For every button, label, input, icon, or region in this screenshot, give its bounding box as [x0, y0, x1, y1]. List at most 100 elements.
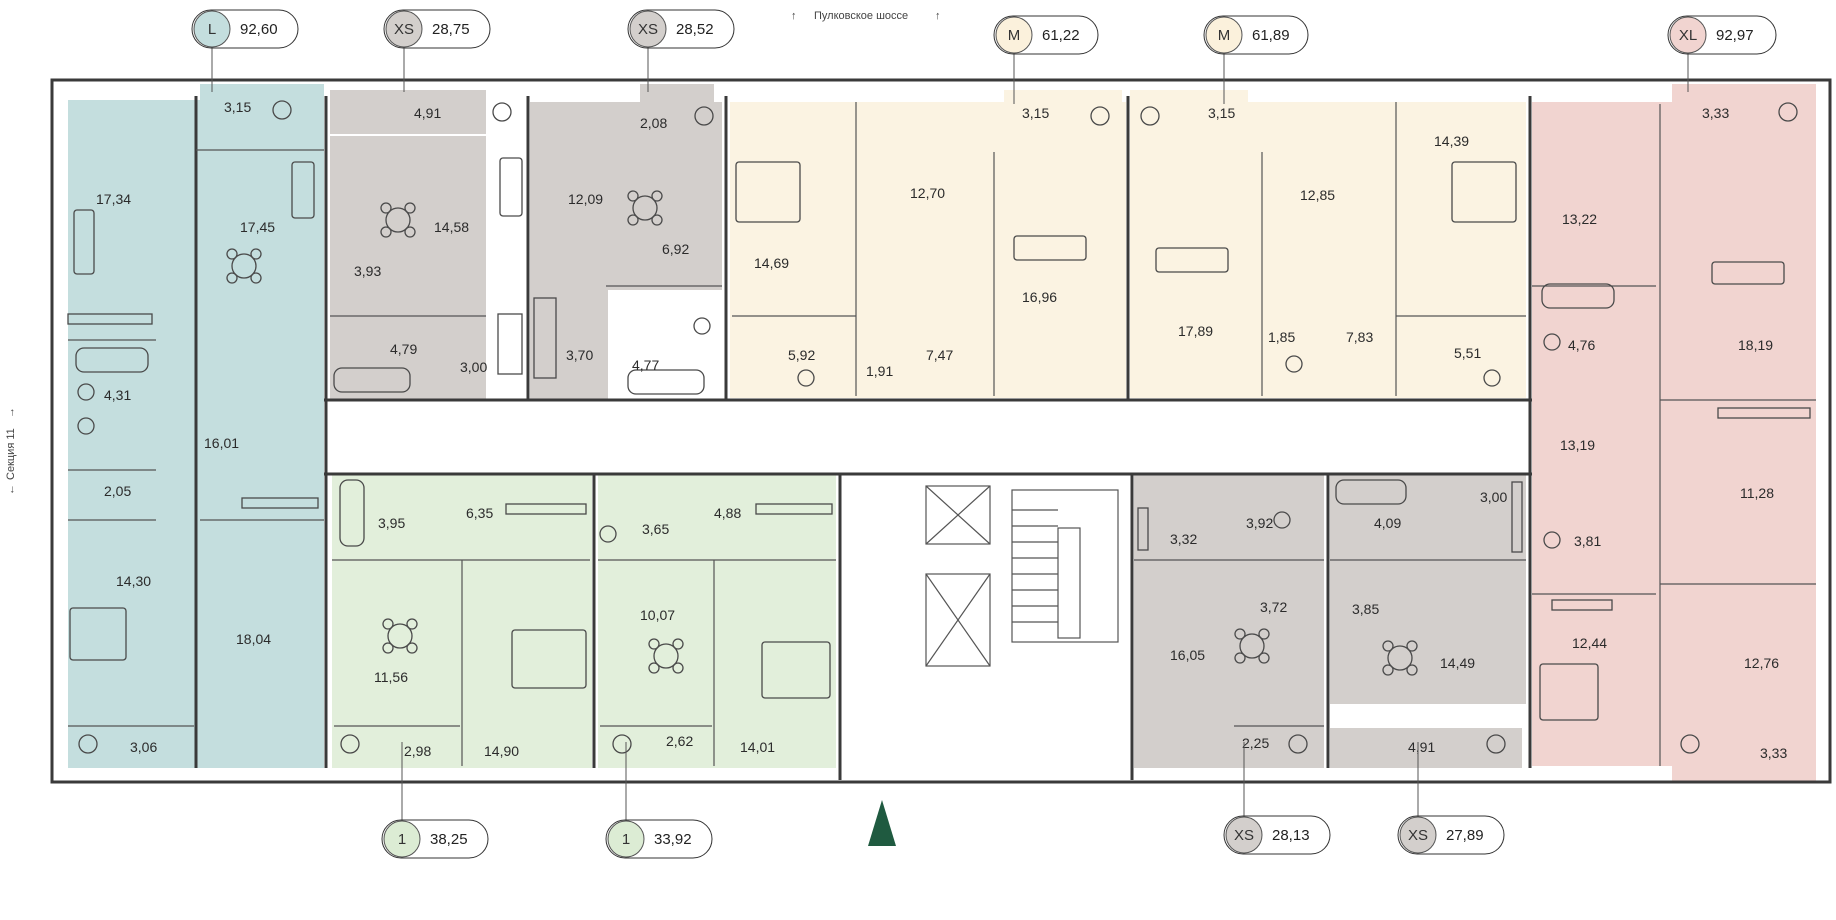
chair-icon	[1778, 102, 1798, 122]
room-area: 4,79	[390, 341, 417, 357]
apartment-XS-a[interactable]	[330, 90, 486, 400]
apartment-badge-M[interactable]: M 61,22	[993, 15, 1099, 55]
apartment-XL[interactable]	[1532, 84, 1816, 782]
chair-icon	[1680, 734, 1700, 754]
toilet-icon	[77, 417, 95, 435]
bathtub-icon	[75, 347, 149, 373]
room-area: 3,81	[1574, 533, 1601, 549]
wardrobe-icon	[67, 313, 153, 325]
room-area: 3,95	[378, 515, 405, 531]
room-area: 4,77	[632, 357, 659, 373]
chair-icon	[1090, 106, 1110, 126]
chair-icon	[612, 734, 632, 754]
room-area: 14,39	[1434, 133, 1469, 149]
dining-table-icon	[1382, 640, 1418, 676]
room-area: 14,58	[434, 219, 469, 235]
toilet-icon	[797, 369, 815, 387]
badge-area: 28,52	[676, 21, 714, 38]
room-area: 12,09	[568, 191, 603, 207]
bathtub-icon	[339, 479, 365, 547]
wardrobe-icon	[505, 503, 587, 515]
apartment-1-b[interactable]	[598, 474, 836, 768]
room-area: 3,33	[1702, 105, 1729, 121]
apartment-XS-d[interactable]	[1330, 474, 1526, 768]
dining-table-icon	[382, 618, 418, 654]
sofa-icon	[1711, 261, 1785, 285]
apartment-badge-1[interactable]: 1 33,92	[605, 819, 713, 859]
wardrobe-icon	[1551, 599, 1613, 611]
room-area: 5,51	[1454, 345, 1481, 361]
room-area: 12,85	[1300, 187, 1335, 203]
room-area: 3,15	[1208, 105, 1235, 121]
chair-icon	[1486, 734, 1506, 754]
room-area: 6,35	[466, 505, 493, 521]
apartment-M-a[interactable]	[730, 90, 1126, 398]
room-area: 17,45	[240, 219, 275, 235]
room-area: 3,65	[642, 521, 669, 537]
room-area: 14,90	[484, 743, 519, 759]
apartment-XS-d-fill	[1330, 474, 1526, 704]
room-area: 7,83	[1346, 329, 1373, 345]
apartment-badge-XS[interactable]: XS 28,75	[383, 9, 491, 49]
room-area: 4,91	[414, 105, 441, 121]
toilet-icon	[1273, 511, 1291, 529]
room-area: 14,01	[740, 739, 775, 755]
room-area: 4,91	[1408, 739, 1435, 755]
room-area: 3,32	[1170, 531, 1197, 547]
apartment-badge-M[interactable]: M 61,89	[1203, 15, 1309, 55]
room-area: 16,96	[1022, 289, 1057, 305]
room-area: 1,91	[866, 363, 893, 379]
room-area: 2,08	[640, 115, 667, 131]
apartment-M-b[interactable]	[1130, 90, 1526, 398]
room-area: 3,00	[460, 359, 487, 375]
bathtub-icon	[627, 369, 705, 395]
room-area: 3,70	[566, 347, 593, 363]
chair-icon	[340, 734, 360, 754]
toilet-icon	[1543, 333, 1561, 351]
elevator-1-icon	[925, 485, 991, 545]
dining-table-icon	[226, 248, 262, 284]
street-label: Пулковское шоссе	[814, 10, 908, 22]
apartment-M-b-balcony	[1130, 90, 1248, 138]
badge-area: 27,89	[1446, 827, 1484, 844]
apartment-badge-L[interactable]: L 92,60	[191, 9, 299, 49]
room-area: 12,76	[1744, 655, 1779, 671]
room-area: 2,05	[104, 483, 131, 499]
section-label: Секция 11	[5, 428, 17, 480]
badge-code: XS	[1408, 827, 1428, 844]
apartment-M-a-balcony	[1004, 90, 1122, 138]
north-arrow-icon	[868, 800, 896, 846]
badge-code: M	[1008, 27, 1021, 44]
room-area: 3,72	[1260, 599, 1287, 615]
room-area: 14,49	[1440, 655, 1475, 671]
badge-area: 33,92	[654, 831, 692, 848]
room-area: 17,89	[1178, 323, 1213, 339]
badge-area: 61,89	[1252, 27, 1290, 44]
badge-code: 1	[622, 831, 630, 848]
room-area: 4,76	[1568, 337, 1595, 353]
apartment-badge-XS[interactable]: XS 28,13	[1223, 815, 1331, 855]
apartment-badge-XL[interactable]: XL 92,97	[1667, 15, 1777, 55]
badge-area: 28,75	[432, 21, 470, 38]
apartment-badge-XS[interactable]: XS 28,52	[627, 9, 735, 49]
badge-code: XS	[1234, 827, 1254, 844]
apartment-XS-a-fill	[330, 136, 486, 400]
room-area: 11,56	[374, 669, 408, 685]
badge-code: XL	[1679, 27, 1697, 44]
room-area: 12,44	[1572, 635, 1607, 651]
room-area: 13,22	[1562, 211, 1597, 227]
room-area: 3,15	[224, 99, 251, 115]
room-area: 11,28	[1740, 485, 1774, 501]
room-area: 5,92	[788, 347, 815, 363]
toilet-icon	[599, 525, 617, 543]
apartment-XS-b[interactable]	[530, 84, 722, 400]
apartment-badge-XS[interactable]: XS 27,89	[1397, 815, 1505, 855]
apartment-badge-1[interactable]: 1 38,25	[381, 819, 489, 859]
bottom-badges: 1 38,25 1 33,92 XS 28,13 XS 27,89	[381, 742, 1505, 859]
apartment-XS-b-balcony	[640, 84, 714, 136]
sofa-icon	[73, 209, 95, 275]
apartment-XS-c[interactable]	[1134, 474, 1324, 768]
apartment-L-balcony	[200, 84, 324, 136]
room-area: 3,06	[130, 739, 157, 755]
wardrobe-icon	[1511, 481, 1523, 553]
